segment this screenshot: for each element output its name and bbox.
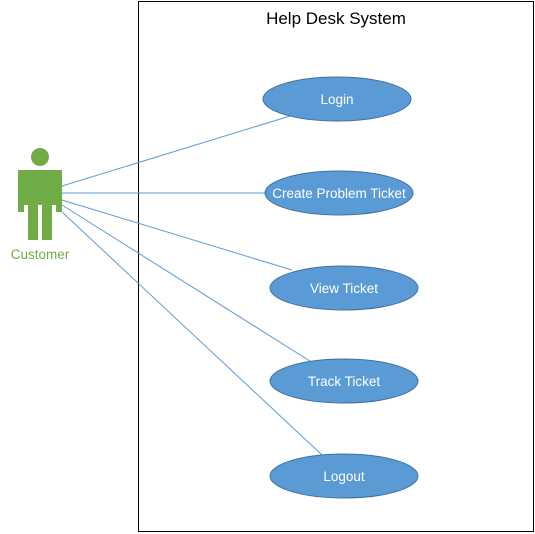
association-login [61, 115, 291, 187]
association-view-ticket [61, 199, 293, 271]
person-icon [18, 148, 62, 240]
association-logout [61, 211, 323, 456]
use-case-ellipse[interactable] [269, 453, 419, 499]
system-title: Help Desk System [266, 9, 406, 28]
use-case-label: Create Problem Ticket [272, 186, 406, 201]
use-case-track-ticket[interactable]: Track Ticket [269, 358, 419, 404]
use-case-ellipse[interactable] [269, 358, 419, 404]
use-case-logout[interactable]: Logout [269, 453, 419, 499]
use-case-view-ticket[interactable]: View Ticket [269, 265, 419, 311]
associations [61, 115, 323, 456]
use-case-ellipse[interactable] [264, 170, 414, 216]
use-case-create-problem-ticket[interactable]: Create Problem Ticket [264, 170, 414, 216]
actor-label: Customer [11, 247, 70, 262]
use-case-label: Track Ticket [308, 374, 381, 389]
actor-customer: Customer [11, 148, 70, 262]
use-case-ellipse[interactable] [262, 76, 412, 122]
use-case-label: Logout [323, 469, 365, 484]
use-case-label: Login [320, 92, 353, 107]
use-case-label: View Ticket [310, 281, 378, 296]
use-case-login[interactable]: Login [262, 76, 412, 122]
association-track-ticket [61, 204, 314, 364]
use-case-ellipse[interactable] [269, 265, 419, 311]
